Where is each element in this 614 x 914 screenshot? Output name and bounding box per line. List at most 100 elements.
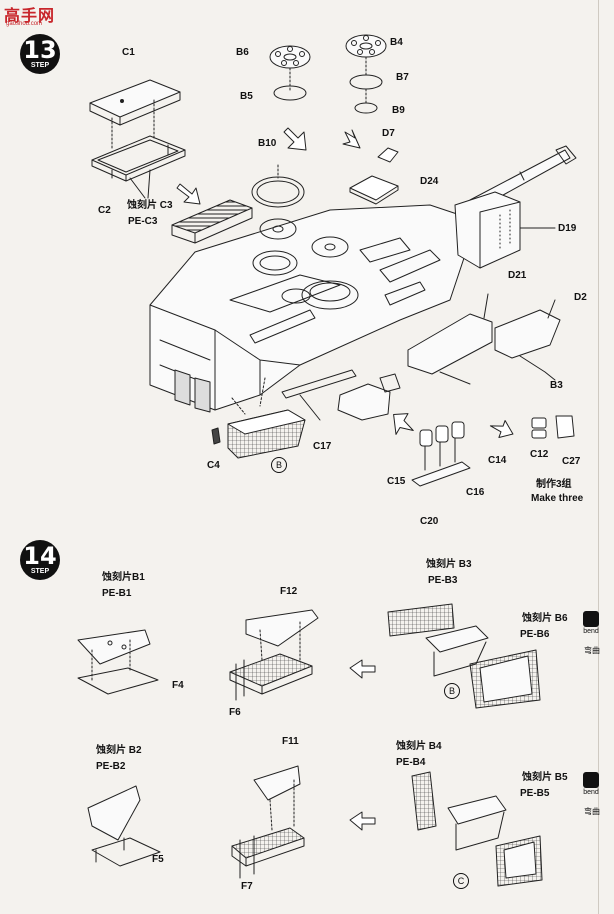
label-pe-b6: PE-B6 <box>520 629 550 640</box>
bend-symbol-icon <box>583 772 599 788</box>
leader-b3 <box>439 355 556 385</box>
label-c15: C15 <box>387 476 406 487</box>
bend-icon-bottom: bend <box>580 772 602 806</box>
part-c1-lid <box>89 79 181 126</box>
part-c17-bracket <box>337 383 391 421</box>
part-b4-hub <box>345 34 387 58</box>
label-pe-c3: PE-C3 <box>128 216 158 227</box>
label-b10: B10 <box>258 138 277 149</box>
label-pe-b2: PE-B2 <box>96 761 126 772</box>
label-f11: F11 <box>282 736 299 747</box>
label-make-three-en: Make three <box>531 493 584 504</box>
watermark-url: gaoshou.com <box>6 21 43 27</box>
pe-b3-assembly <box>387 603 541 709</box>
pe-b2-assembly <box>87 785 161 867</box>
label-pe-b3-cn: 蚀刻片 B3 <box>426 559 472 570</box>
f11-f7-assembly <box>231 765 305 879</box>
engine-grille <box>171 199 253 234</box>
label-pe-b2-cn: 蚀刻片 B2 <box>96 745 142 756</box>
label-c17: C17 <box>313 441 332 452</box>
arrow-c12-left <box>489 420 514 438</box>
hull-wheel-right <box>311 236 349 258</box>
label-d24: D24 <box>420 176 439 187</box>
label-c27: C27 <box>562 456 581 467</box>
label-c16: C16 <box>466 487 485 498</box>
watermark-logo: 高手网 gaoshou.com <box>4 2 72 32</box>
bend-symbol-icon <box>583 611 599 627</box>
arrow-step14-a <box>349 659 376 679</box>
label-d2: D2 <box>574 292 587 303</box>
page-fold-line <box>598 0 599 914</box>
label-c1: C1 <box>122 47 135 58</box>
part-d21-plate <box>407 313 493 375</box>
step-13-circle <box>20 34 60 74</box>
label-f6: F6 <box>229 707 241 718</box>
part-b9-disc <box>354 102 378 114</box>
bend-text-cn-top: 弯曲 <box>584 646 600 655</box>
marker-c-step14: C <box>453 873 469 889</box>
label-pe-b1-cn: 蚀刻片B1 <box>102 572 145 583</box>
label-c2: C2 <box>98 205 111 216</box>
label-b5: B5 <box>240 91 253 102</box>
part-d24 <box>349 175 399 201</box>
label-b7: B7 <box>396 72 409 83</box>
hull-wheel-left <box>259 218 297 240</box>
label-pe-b5: PE-B5 <box>520 788 550 799</box>
leader-c3 <box>129 169 151 199</box>
part-c20-assembly <box>411 421 471 487</box>
bend-text-en-top: bend <box>583 628 599 635</box>
label-f4: F4 <box>172 680 184 691</box>
arrow-wheels-down-right <box>342 129 361 149</box>
label-c14: C14 <box>488 455 507 466</box>
part-c12-c27 <box>531 415 575 439</box>
part-b6-hub <box>269 45 311 69</box>
step-14-number: 14 <box>23 542 57 570</box>
label-c20: C20 <box>420 516 439 527</box>
pe-b4-assembly <box>411 771 543 887</box>
label-f12: F12 <box>280 586 298 597</box>
label-pe-b3: PE-B3 <box>428 575 458 586</box>
label-d19: D19 <box>558 223 577 234</box>
label-b4: B4 <box>390 37 403 48</box>
label-pe-b4: PE-B4 <box>396 757 426 768</box>
marker-b-step14: B <box>444 683 460 699</box>
guide-lines-c1 <box>111 99 155 151</box>
step-14-label: STEP <box>30 568 50 575</box>
label-pe-b4-cn: 蚀刻片 B4 <box>396 741 442 752</box>
label-pe-b6-cn: 蚀刻片 B6 <box>522 613 568 624</box>
part-c2-tray <box>91 135 186 182</box>
label-c12: C12 <box>530 449 549 460</box>
bend-text-en-bottom: bend <box>583 789 599 796</box>
step-14-circle <box>20 540 60 580</box>
label-make-three-cn: 制作3组 <box>536 479 572 490</box>
mantlet-d19 <box>454 191 521 269</box>
label-pe-b5-cn: 蚀刻片 B5 <box>522 772 568 783</box>
label-f5: F5 <box>152 854 164 865</box>
label-b9: B9 <box>392 105 405 116</box>
step-14-badge: 14 STEP <box>20 540 64 586</box>
bend-text-cn-bottom: 弯曲 <box>584 807 600 816</box>
label-pe-b1: PE-B1 <box>102 588 132 599</box>
pe-b1-assembly <box>77 629 159 695</box>
part-b7-disc <box>349 74 383 90</box>
arrow-c15-up <box>393 413 414 435</box>
part-c17-rail <box>281 369 357 399</box>
step-13-badge: 13 STEP <box>20 34 64 80</box>
step-13-label: STEP <box>30 62 50 69</box>
mesh-basket-b <box>227 409 306 459</box>
arrow-c2-down <box>176 183 201 205</box>
label-d7: D7 <box>382 128 395 139</box>
part-c4 <box>211 427 221 445</box>
label-f7: F7 <box>241 881 253 892</box>
arrow-wheels-down-left <box>283 127 307 151</box>
arrow-step14-b <box>349 811 376 831</box>
part-d7 <box>377 147 399 163</box>
label-d21: D21 <box>508 270 527 281</box>
label-c4: C4 <box>207 460 220 471</box>
f12-f6-assembly <box>229 609 319 701</box>
marker-b-step13: B <box>271 457 287 473</box>
label-b6: B6 <box>236 47 249 58</box>
watermark-text: 高手网 <box>4 8 56 25</box>
